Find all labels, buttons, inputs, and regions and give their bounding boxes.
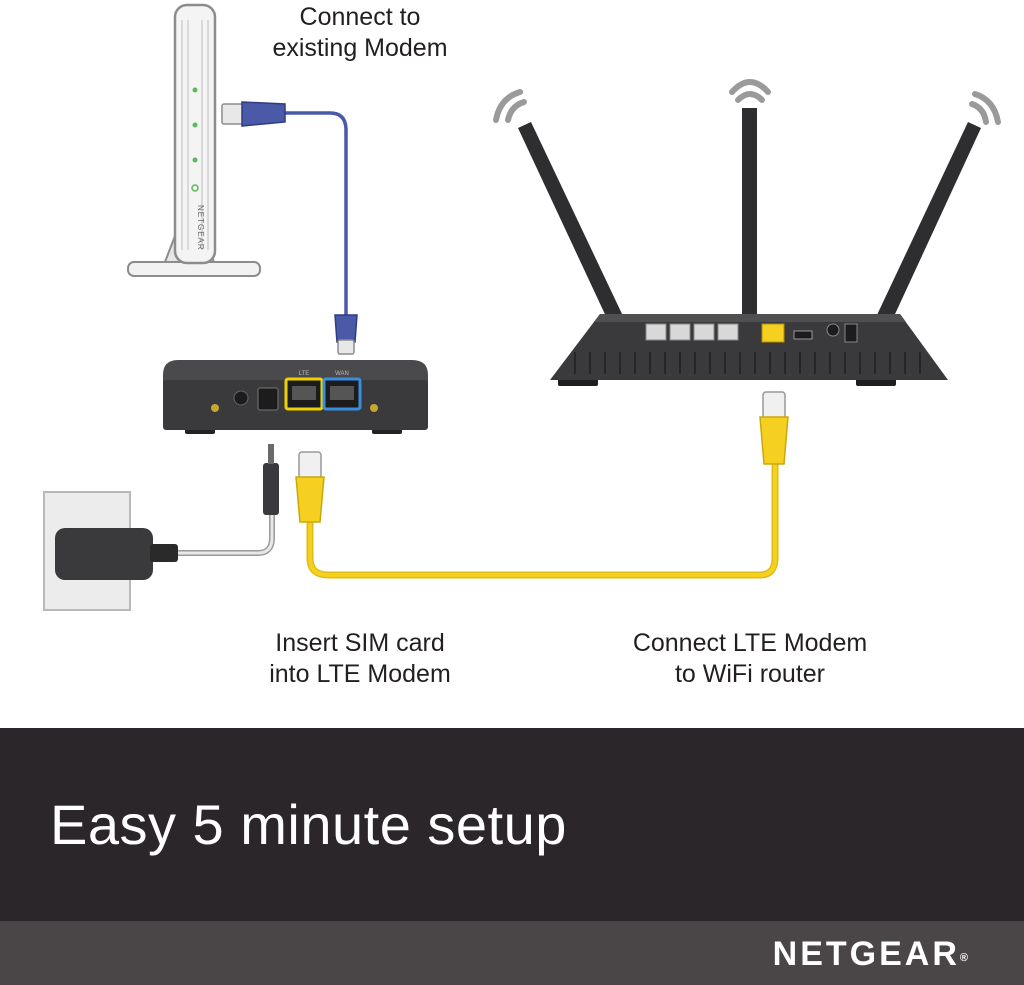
wifi-router [493,79,1001,386]
lte-port-label: LTE [299,371,310,377]
setup-diagram: NETGEAR LTE WAN [43,2,1001,690]
step-connect-router-line2: to WiFi router [674,660,826,688]
blue-ethernet-cable [221,101,358,355]
headline-banner [0,728,1024,921]
brand-name: NETGEAR [772,935,960,973]
existing-modem: NETGEAR [127,3,261,277]
power-adapter [43,444,279,611]
wan-port-label: WAN [335,371,349,377]
lte-modem: LTE WAN [163,360,428,434]
step-connect-modem-label: Connect to existing Modem [240,2,480,64]
step-insert-sim-line1: Insert SIM card [275,629,445,657]
step-connect-modem-line1: Connect to [299,3,421,31]
modem-brand-text: NETGEAR [196,205,205,251]
brand-footer [0,921,1024,985]
step-connect-router-line1: Connect LTE Modem [632,629,868,657]
yellow-ethernet-cable [295,391,789,579]
step-connect-modem-line2: existing Modem [272,34,448,62]
step-insert-sim-line2: into LTE Modem [269,660,451,688]
headline-text: Easy 5 minute setup [50,793,567,856]
diagram-illustration: NETGEAR LTE WAN [43,3,1001,611]
trademark-symbol: ® [959,952,968,964]
netgear-logo: NETGEAR® [773,934,968,974]
step-connect-router-label: Connect LTE Modem to WiFi router [600,628,900,690]
step-insert-sim-label: Insert SIM card into LTE Modem [230,628,490,690]
